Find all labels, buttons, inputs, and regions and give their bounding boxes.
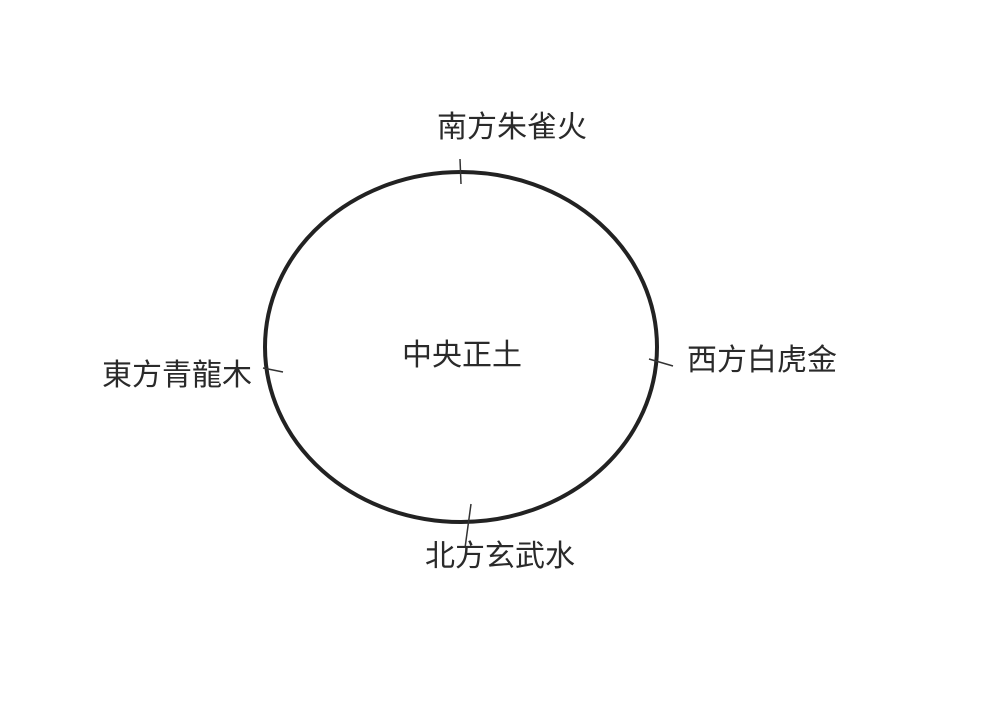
west-tick <box>648 358 674 367</box>
south-tick <box>459 158 462 185</box>
south-label: 南方朱雀火 <box>437 110 587 145</box>
east-tick <box>262 367 284 373</box>
north-label: 北方玄武水 <box>425 539 575 574</box>
west-label: 西方白虎金 <box>687 343 837 378</box>
north-tick <box>464 503 472 549</box>
center-label: 中央正土 <box>402 338 522 373</box>
east-label: 東方青龍木 <box>102 358 252 393</box>
